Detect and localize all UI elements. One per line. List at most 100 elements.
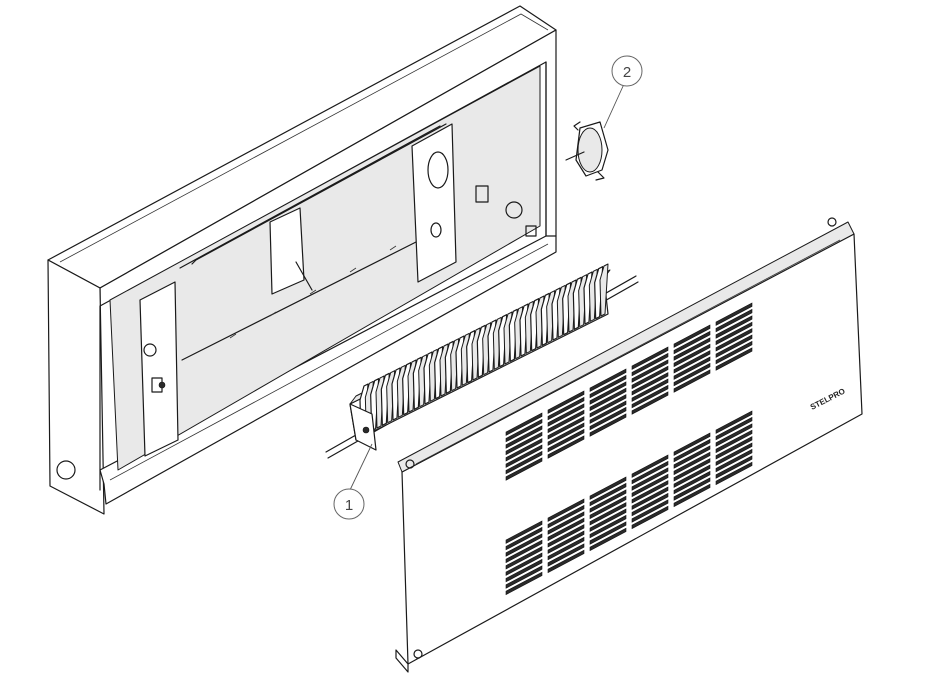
louvre-slot [589, 400, 627, 424]
louvre-slot [547, 390, 585, 414]
louvre-slot [505, 431, 543, 456]
louvre-slot [715, 448, 753, 473]
sensor-shaft [565, 151, 585, 161]
louvre-slot [673, 362, 711, 387]
louvre-slot [547, 409, 585, 434]
louvre-slot [505, 558, 543, 583]
louvre-slot [715, 321, 753, 346]
louvre-slot [589, 489, 627, 513]
louvre-slot [715, 455, 753, 479]
louvre-slot [547, 428, 585, 453]
louvre-slot [631, 346, 669, 370]
louvre-slot [631, 499, 669, 523]
louvre-slot [589, 387, 627, 412]
left-bracket [139, 281, 179, 457]
louvre-slot [673, 432, 711, 456]
louvre-slot [715, 347, 753, 371]
louvre-slot [505, 565, 543, 589]
louvre-slot [505, 546, 543, 570]
knockout-left [56, 460, 76, 480]
louvre-slot [673, 356, 711, 380]
right-bracket [411, 123, 457, 283]
louvre-slot [715, 436, 753, 460]
callout-2: 2 [603, 55, 643, 129]
louvre-slot [589, 368, 627, 392]
louvre-slot [715, 423, 753, 447]
louvre-slot [673, 483, 711, 508]
louvre-slot [547, 549, 585, 574]
louvre-slot [631, 467, 669, 491]
louvre-slot [547, 543, 585, 567]
louvre-slot [505, 450, 543, 475]
louvre-slot [505, 444, 543, 468]
louvre-slot [673, 470, 711, 495]
louvre-slot [505, 438, 543, 462]
louvre-slot [631, 391, 669, 415]
louvre-slot [631, 505, 669, 530]
louvre-slot [589, 527, 627, 552]
louvre-slot [547, 396, 585, 421]
louvre-slot [505, 526, 543, 551]
louvre-slot [631, 384, 669, 409]
louvre-slot [631, 359, 669, 383]
louvre-slot [715, 328, 753, 352]
grille-louvres [505, 302, 753, 596]
louvre-slot [673, 458, 711, 482]
element-fins [359, 263, 609, 437]
louvre-slot [589, 406, 627, 431]
louvre-slot [673, 369, 711, 393]
louvre-slot [631, 460, 669, 485]
louvre-slot [715, 429, 753, 454]
louvre-slot [505, 533, 543, 557]
louvre-slot [673, 451, 711, 476]
callout-1-label: 1 [345, 497, 353, 514]
louvre-slot [589, 482, 627, 507]
louvre-slot [715, 461, 753, 486]
louvre-slot [715, 308, 753, 333]
louvre-slot [673, 337, 711, 361]
louvre-slot [589, 476, 627, 500]
louvre-slot [505, 520, 543, 544]
louvre-slot [505, 539, 543, 564]
louvre-slot [589, 495, 627, 520]
louvre-slot [589, 381, 627, 405]
louvre-slot [547, 498, 585, 522]
louvre-slot [631, 473, 669, 498]
louvre-slot [715, 315, 753, 339]
louvre-slot [505, 412, 543, 436]
louvre-slot [673, 343, 711, 368]
louvre-slot [505, 571, 543, 596]
louvre-slot [631, 365, 669, 390]
housing-left-end [47, 259, 105, 515]
louvre-slot [589, 394, 627, 418]
louvre-slot [715, 416, 753, 441]
louvre-slot [631, 378, 669, 402]
louvre-slot [673, 477, 711, 501]
louvre-slot [673, 445, 711, 469]
louvre-slot [631, 480, 669, 504]
louvre-slot [547, 530, 585, 554]
louvre-slot [715, 334, 753, 358]
louvre-slot [547, 517, 585, 542]
louvre-slot [505, 425, 543, 449]
louvre-slot [589, 514, 627, 539]
louvre-slot [715, 410, 753, 434]
louvre-slot [505, 552, 543, 576]
louvre-slot [547, 511, 585, 535]
louvre-slot [589, 374, 627, 399]
louvre-slot [673, 464, 711, 488]
thermostat-sensor [565, 121, 609, 181]
louvre-slot [505, 418, 543, 443]
louvre-slot [589, 521, 627, 545]
callout-1: 1 [333, 443, 373, 520]
louvre-slot [673, 438, 711, 463]
louvre-slot [589, 502, 627, 526]
louvre-slot [547, 536, 585, 561]
louvre-slot [547, 524, 585, 548]
louvre-slot [673, 324, 711, 348]
heater-housing [47, 5, 557, 515]
louvre-slot [547, 435, 585, 459]
louvre-slot [547, 416, 585, 440]
heating-element [325, 263, 639, 459]
callout-2-label: 2 [623, 64, 631, 81]
